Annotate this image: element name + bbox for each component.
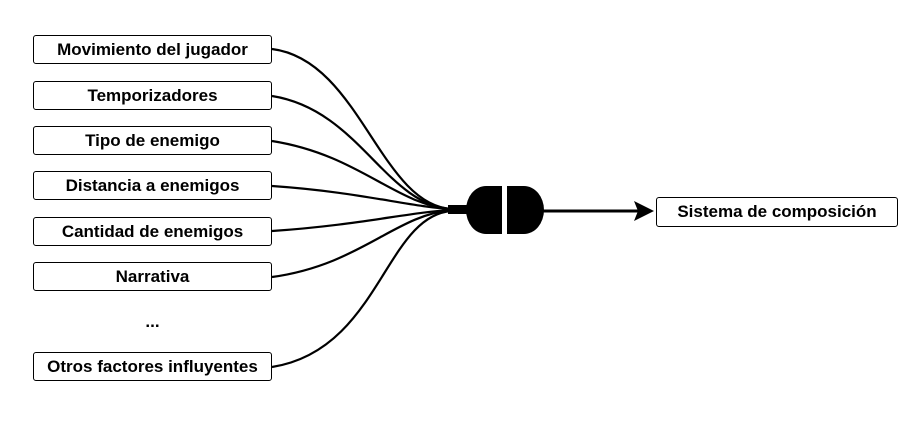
input-box-distancia: Distancia a enemigos — [33, 171, 272, 200]
input-box-cantidad: Cantidad de enemigos — [33, 217, 272, 246]
ellipsis-text: ... — [145, 312, 160, 331]
input-label: Temporizadores — [87, 85, 218, 105]
input-box-otros: Otros factores influyentes — [33, 352, 272, 381]
wire-cantidad — [271, 208, 453, 233]
wire-movimiento — [271, 47, 453, 211]
input-label: Distancia a enemigos — [65, 175, 240, 195]
wire-otros — [271, 209, 453, 369]
wires-group — [271, 47, 453, 369]
plug-connector-icon — [448, 186, 544, 234]
wire-narrativa — [271, 208, 453, 279]
input-label: Narrativa — [115, 266, 190, 286]
input-label: Tipo de enemigo — [85, 130, 220, 150]
input-label: Cantidad de enemigos — [61, 221, 244, 241]
output-box: Sistema de composición — [656, 197, 898, 227]
wire-temporizadores — [271, 94, 453, 211]
output-label: Sistema de composición — [677, 202, 877, 221]
input-box-tipo: Tipo de enemigo — [33, 126, 272, 155]
wire-distancia — [271, 184, 453, 211]
input-label: Otros factores influyentes — [47, 356, 258, 376]
wire-tipo — [271, 139, 453, 211]
input-label: Movimiento del jugador — [57, 39, 248, 59]
arrow-right-icon — [543, 201, 654, 221]
input-box-movimiento: Movimiento del jugador — [33, 35, 272, 64]
input-box-temporizadores: Temporizadores — [33, 81, 272, 110]
input-box-narrativa: Narrativa — [33, 262, 272, 291]
